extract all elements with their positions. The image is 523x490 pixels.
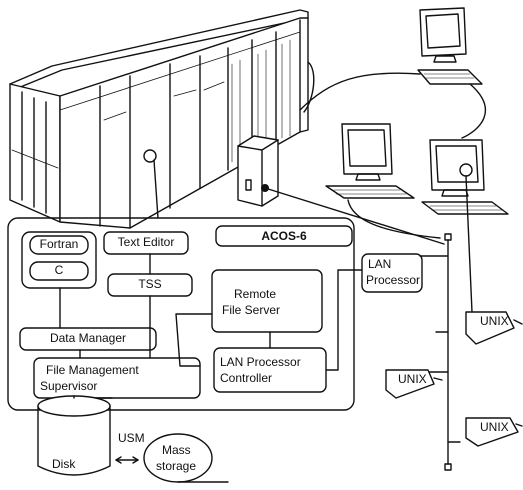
workstation-icon xyxy=(326,8,508,214)
data-manager-label: Data Manager xyxy=(20,332,156,345)
tss-label: TSS xyxy=(108,278,192,291)
unix-label-1: UNIX xyxy=(480,315,509,328)
file-management-label-1: File Management xyxy=(46,364,139,377)
file-management-label-2: Supervisor xyxy=(40,380,97,393)
mass-storage-label-1: Mass xyxy=(162,444,191,457)
disk-label: Disk xyxy=(52,458,75,471)
os-name-label: ACOS-6 xyxy=(216,230,352,243)
lan-processor-label-1: LAN xyxy=(368,258,391,271)
text-editor-label: Text Editor xyxy=(104,236,188,249)
fortran-label: Fortran xyxy=(30,238,88,251)
remote-file-server-label-1: Remote xyxy=(234,288,276,301)
minicomputer-icon xyxy=(238,136,278,206)
unix-label-3: UNIX xyxy=(480,421,509,434)
usm-label: USM xyxy=(118,432,145,445)
unix-label-2: UNIX xyxy=(398,373,427,386)
c-language-label: C xyxy=(30,264,88,277)
lan-controller-label-1: LAN Processor xyxy=(220,356,301,369)
lan-processor-label-2: Processor xyxy=(366,274,420,287)
lan-controller-label-2: Controller xyxy=(220,372,272,385)
mass-storage-label-2: storage xyxy=(156,460,196,473)
remote-file-server-label-2: File Server xyxy=(222,304,280,317)
